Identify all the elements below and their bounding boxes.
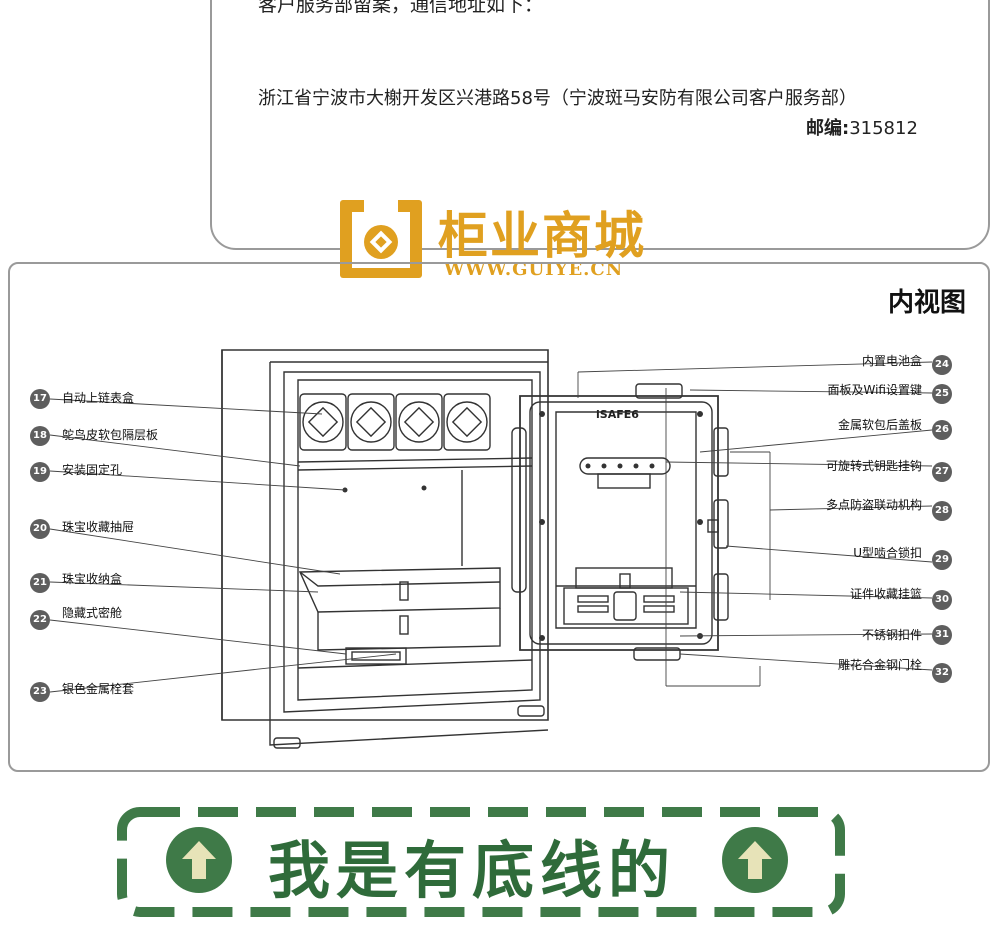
- notice-postcode: 邮编:315812: [806, 114, 918, 140]
- callout-label: 自动上链表盒: [62, 391, 135, 405]
- callout-number: 24: [932, 355, 952, 375]
- callout-number: 32: [932, 663, 952, 683]
- callout-label: 隐藏式密舱: [62, 606, 123, 620]
- callout-number: 20: [30, 519, 50, 539]
- callout-number: 26: [932, 420, 952, 440]
- watermark-logo-icon: [340, 200, 422, 278]
- callout-number: 17: [30, 389, 50, 409]
- callout-number: 19: [30, 462, 50, 482]
- callout-label: 多点防盗联动机构: [825, 498, 922, 512]
- callout-number: 23: [30, 682, 50, 702]
- watermark-url: WWW.GUIYE.CN: [444, 259, 624, 280]
- callout-number: 28: [932, 501, 952, 521]
- callout-label: 可旋转式钥匙挂钩: [825, 459, 922, 473]
- callout-label: U型啮合锁扣: [853, 546, 922, 560]
- diagram-title: 内视图: [888, 288, 967, 318]
- callout-number: 21: [30, 573, 50, 593]
- postcode-label: 邮编:: [806, 118, 850, 139]
- callout-number: 31: [932, 625, 952, 645]
- callout-number: 30: [932, 590, 952, 610]
- up-arrow-icon: [166, 827, 232, 893]
- callout-label: 金属软包后盖板: [837, 418, 922, 432]
- up-arrow-icon: [722, 827, 788, 893]
- end-of-page-text: 我是有底线的: [268, 834, 677, 907]
- callout-label: 不锈钢扣件: [861, 628, 922, 642]
- callout-label: 内置电池盒: [861, 354, 922, 368]
- callout-label: 鸵鸟皮软包隔层板: [62, 428, 159, 442]
- bottom-banner-frame: [117, 807, 845, 917]
- callout-number: 18: [30, 426, 50, 446]
- callout-label: 雕花合金钢门栓: [837, 658, 922, 672]
- callout-number: 25: [932, 384, 952, 404]
- callout-label: 安装固定孔: [62, 463, 123, 477]
- notice-address: 浙江省宁波市大榭开发区兴港路58号（宁波斑马安防有限公司客户服务部）: [258, 88, 857, 109]
- callout-label: 珠宝收藏抽屉: [62, 520, 135, 534]
- watermark-title: 柜业商城: [438, 207, 646, 265]
- postcode-value: 315812: [849, 118, 918, 139]
- interior-diagram-frame: [8, 262, 990, 772]
- callout-number: 29: [932, 550, 952, 570]
- callout-label: 珠宝收纳盒: [62, 572, 123, 586]
- callout-label: 证件收藏挂篮: [849, 587, 922, 601]
- door-brand-text: iSAFE6: [596, 408, 639, 421]
- callout-number: 27: [932, 462, 952, 482]
- callout-label: 银色金属栓套: [62, 682, 135, 696]
- callout-label: 面板及Wifi设置键: [827, 383, 923, 397]
- callout-number: 22: [30, 610, 50, 630]
- notice-line: 客户服务部留案，通信地址如下：: [258, 0, 544, 16]
